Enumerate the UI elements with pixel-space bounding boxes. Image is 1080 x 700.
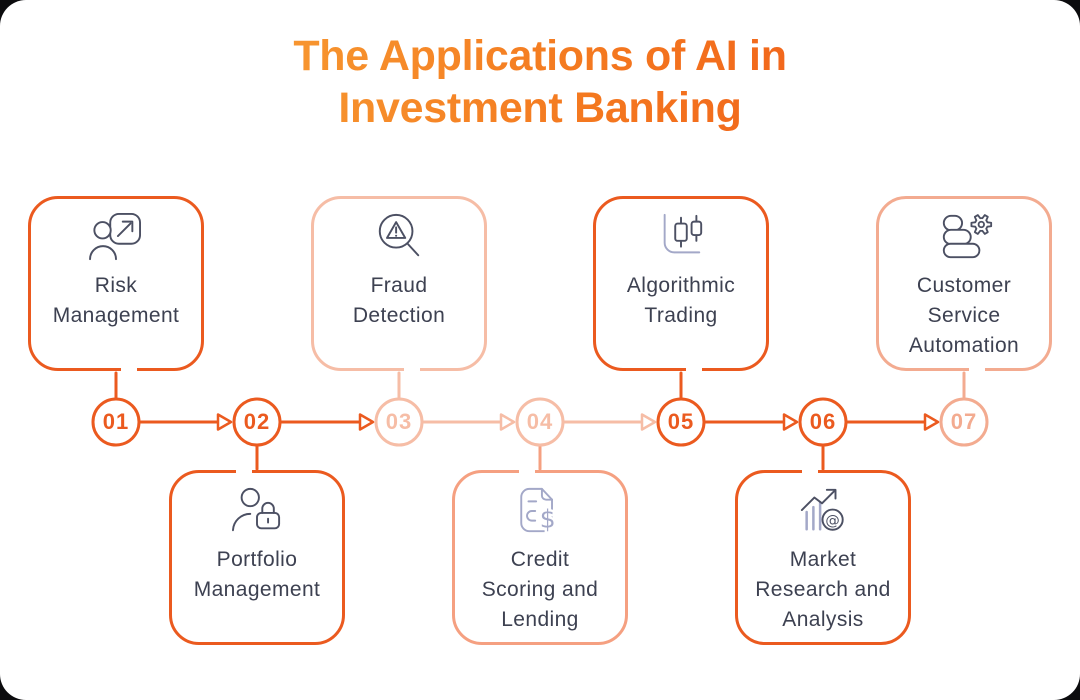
node-number-03: 03 xyxy=(385,409,413,434)
arrow-02-03 xyxy=(279,413,375,431)
at-glyph: @ xyxy=(825,513,839,529)
node-number-01: 01 xyxy=(102,409,130,434)
card-label: Market Research and Analysis xyxy=(755,548,891,631)
card-label: Algorithmic Trading xyxy=(626,274,736,327)
node-number-07: 07 xyxy=(950,409,978,434)
border-gap xyxy=(236,469,252,473)
card-label: Customer Service Automation xyxy=(908,274,1020,357)
person-lock-icon xyxy=(232,487,281,532)
node-number-02: 02 xyxy=(243,409,271,434)
chart-magnifier-icon: @ xyxy=(800,488,844,531)
arrow-01-02 xyxy=(138,413,233,431)
border-gap xyxy=(802,469,818,473)
document-dollar-icon: $ xyxy=(520,487,558,536)
card-portfolio-management: Portfolio Management xyxy=(169,469,345,645)
warning-magnifier-icon xyxy=(378,213,420,257)
card-algorithmic-trading: Algorithmic Trading xyxy=(593,196,769,372)
node-number-04: 04 xyxy=(526,409,554,434)
border-gap xyxy=(519,469,535,473)
dollar-glyph: $ xyxy=(540,504,556,533)
chatbot-gear-icon xyxy=(942,214,993,259)
arrow-06-07 xyxy=(844,413,940,431)
card-market-research-analysis: @ Market Research and Analysis xyxy=(735,469,911,645)
arrow-03-04 xyxy=(421,413,516,431)
arrow-04-05 xyxy=(562,413,657,431)
border-gap xyxy=(969,368,985,372)
card-label: Risk Management xyxy=(52,274,180,327)
card-label: Fraud Detection xyxy=(352,274,446,327)
node-number-05: 05 xyxy=(667,409,695,434)
card-risk-management: Risk Management xyxy=(28,196,204,372)
border-gap xyxy=(686,368,702,372)
card-label: Credit Scoring and Lending xyxy=(481,548,599,631)
card-fraud-detection: Fraud Detection xyxy=(311,196,487,372)
node-number-06: 06 xyxy=(809,409,837,434)
page-title: The Applications of AI in Investment Ban… xyxy=(0,30,1080,135)
card-label: Portfolio Management xyxy=(193,548,321,601)
candlestick-chart-icon xyxy=(663,213,703,254)
border-gap xyxy=(121,368,137,372)
person-growth-icon xyxy=(89,212,141,261)
arrow-05-06 xyxy=(703,413,799,431)
card-customer-service-automation: Customer Service Automation xyxy=(876,196,1052,372)
border-gap xyxy=(404,368,420,372)
card-credit-scoring-lending: $ Credit Scoring and Lending xyxy=(452,469,628,645)
